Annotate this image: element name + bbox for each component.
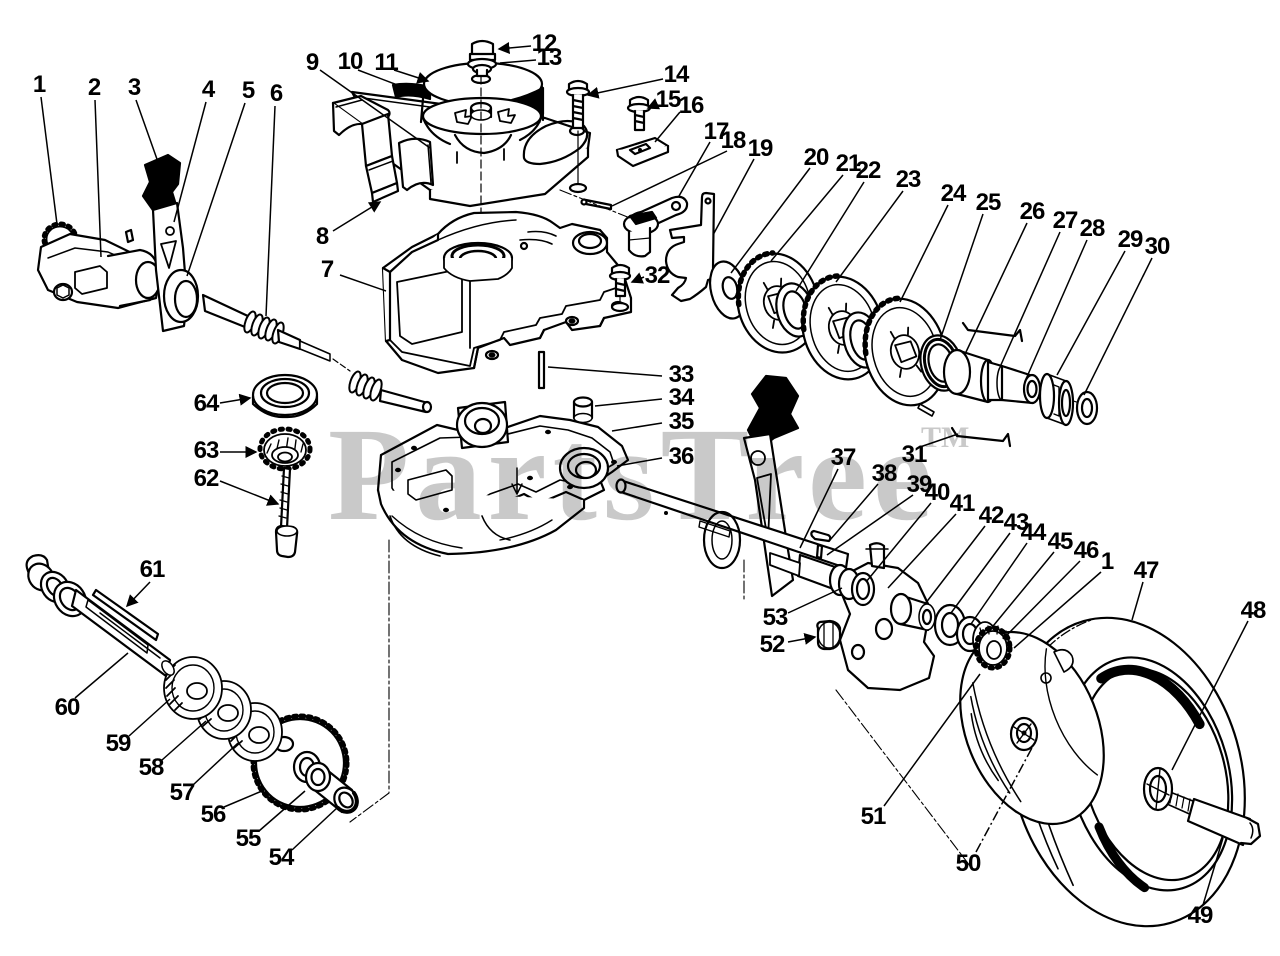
svg-text:43: 43: [1004, 509, 1029, 536]
svg-text:19: 19: [748, 135, 773, 162]
svg-text:52: 52: [760, 631, 785, 658]
svg-text:59: 59: [106, 730, 131, 757]
svg-text:37: 37: [831, 444, 856, 471]
svg-text:6: 6: [270, 80, 283, 107]
svg-text:31: 31: [902, 441, 927, 468]
svg-text:42: 42: [979, 502, 1004, 529]
svg-text:16: 16: [679, 92, 704, 119]
svg-text:47: 47: [1134, 557, 1159, 584]
svg-text:29: 29: [1118, 226, 1143, 253]
svg-text:5: 5: [242, 77, 255, 104]
svg-text:7: 7: [321, 256, 334, 283]
svg-text:56: 56: [201, 801, 226, 828]
svg-text:57: 57: [170, 779, 195, 806]
svg-text:24: 24: [941, 180, 967, 207]
svg-text:44: 44: [1021, 519, 1047, 546]
svg-text:13: 13: [537, 44, 562, 71]
svg-text:10: 10: [338, 48, 363, 75]
svg-text:27: 27: [1053, 207, 1078, 234]
svg-text:4: 4: [202, 76, 216, 103]
svg-text:49: 49: [1188, 902, 1213, 929]
svg-text:15: 15: [656, 86, 681, 113]
svg-text:53: 53: [763, 604, 788, 631]
svg-text:63: 63: [194, 437, 219, 464]
svg-text:3: 3: [128, 74, 141, 101]
svg-text:55: 55: [236, 825, 261, 852]
svg-text:17: 17: [704, 118, 729, 145]
svg-text:45: 45: [1048, 528, 1073, 555]
svg-text:8: 8: [316, 223, 329, 250]
svg-text:11: 11: [374, 49, 398, 76]
svg-text:54: 54: [269, 844, 295, 871]
svg-text:18: 18: [721, 127, 746, 154]
svg-text:9: 9: [306, 49, 319, 76]
svg-text:22: 22: [856, 157, 881, 184]
svg-text:21: 21: [836, 150, 861, 177]
svg-text:34: 34: [669, 384, 695, 411]
svg-text:61: 61: [140, 556, 165, 583]
svg-text:39: 39: [907, 471, 932, 498]
svg-text:35: 35: [669, 408, 694, 435]
svg-text:62: 62: [194, 465, 219, 492]
svg-text:TM: TM: [921, 421, 969, 454]
svg-text:51: 51: [861, 803, 886, 830]
svg-text:30: 30: [1145, 233, 1170, 260]
svg-text:25: 25: [976, 189, 1001, 216]
svg-text:36: 36: [669, 443, 694, 470]
svg-text:33: 33: [669, 361, 694, 388]
svg-text:2: 2: [88, 74, 101, 101]
svg-text:46: 46: [1074, 537, 1099, 564]
svg-text:48: 48: [1241, 597, 1266, 624]
svg-text:64: 64: [194, 390, 220, 417]
svg-text:28: 28: [1080, 215, 1105, 242]
svg-text:41: 41: [950, 490, 975, 517]
svg-text:60: 60: [55, 694, 80, 721]
svg-text:1: 1: [33, 71, 46, 98]
svg-text:20: 20: [804, 144, 829, 171]
svg-text:26: 26: [1020, 198, 1045, 225]
svg-text:14: 14: [664, 61, 690, 88]
svg-text:40: 40: [925, 479, 950, 506]
svg-text:38: 38: [872, 460, 897, 487]
svg-text:58: 58: [139, 754, 164, 781]
svg-text:1: 1: [1101, 548, 1114, 575]
svg-text:12: 12: [532, 30, 557, 57]
svg-text:PartsTree: PartsTree: [328, 400, 932, 548]
svg-text:23: 23: [896, 166, 921, 193]
svg-text:50: 50: [956, 850, 981, 877]
svg-text:32: 32: [645, 262, 670, 289]
